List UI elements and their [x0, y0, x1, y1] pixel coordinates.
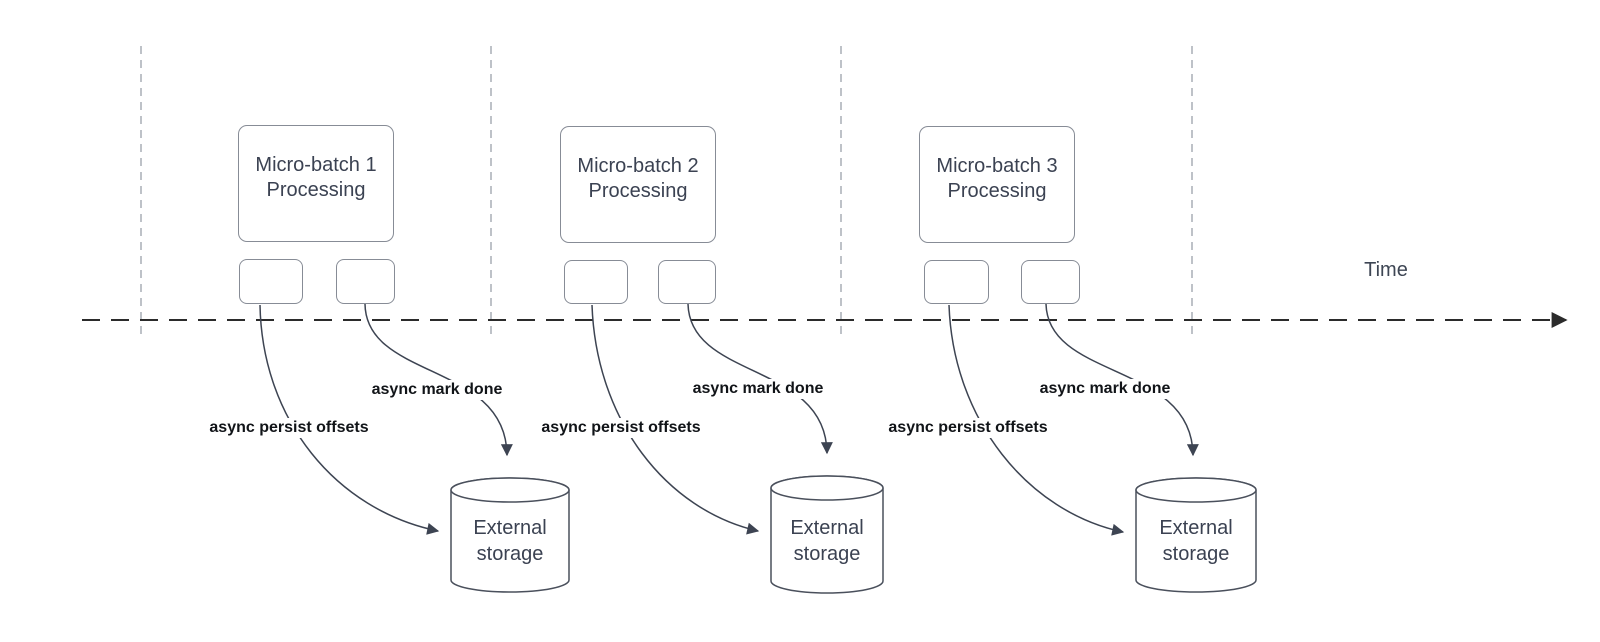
- micro-batch-1-title: Micro-batch 1: [255, 153, 377, 176]
- external-storage-label-3: External storage: [1159, 517, 1233, 565]
- micro-batch-1-offsets-box: [239, 259, 303, 304]
- external-storage-label-2: External storage: [790, 517, 864, 565]
- micro-batch-3-done-box: [1021, 260, 1080, 304]
- micro-batch-1-subtitle: Processing: [266, 178, 366, 201]
- micro-batch-3-subtitle: Processing: [947, 179, 1047, 202]
- micro-batch-2-done-box: [658, 260, 716, 304]
- micro-batch-3-processing-box: Micro-batch 3 Processing: [919, 126, 1075, 243]
- micro-batch-2-title: Micro-batch 2: [577, 154, 699, 177]
- micro-batch-1-processing-box: Micro-batch 1 Processing: [238, 125, 394, 242]
- micro-batch-1-done-box: [336, 259, 395, 304]
- storage-cylinder-3: [1135, 477, 1257, 593]
- time-axis-label: Time: [1364, 259, 1408, 281]
- micro-batch-3-title: Micro-batch 3: [936, 154, 1058, 177]
- mark-done-label-2: async mark done: [688, 379, 828, 399]
- mark-done-arrow-2: [687, 303, 833, 455]
- mark-done-label-3: async mark done: [1035, 379, 1175, 399]
- storage-cylinder-1: [450, 477, 570, 593]
- mark-done-label-1: async mark done: [367, 380, 507, 400]
- external-storage-label-1: External storage: [473, 517, 547, 565]
- micro-batch-2-processing-box: Micro-batch 2 Processing: [560, 126, 716, 243]
- persist-offsets-label-3: async persist offsets: [884, 418, 1052, 438]
- storage-cylinder-2: [770, 475, 884, 594]
- micro-batch-3-offsets-box: [924, 260, 989, 304]
- persist-offsets-label-1: async persist offsets: [205, 418, 373, 438]
- micro-batch-2-subtitle: Processing: [588, 179, 688, 202]
- persist-offsets-arrow-3: [948, 304, 1125, 536]
- mark-done-arrow-3: [1045, 303, 1199, 457]
- mark-done-arrow-1: [364, 303, 513, 457]
- persist-offsets-arrow-2: [591, 304, 760, 535]
- persist-offsets-arrow-1: [259, 304, 440, 535]
- micro-batch-2-offsets-box: [564, 260, 628, 304]
- persist-offsets-label-2: async persist offsets: [537, 418, 705, 438]
